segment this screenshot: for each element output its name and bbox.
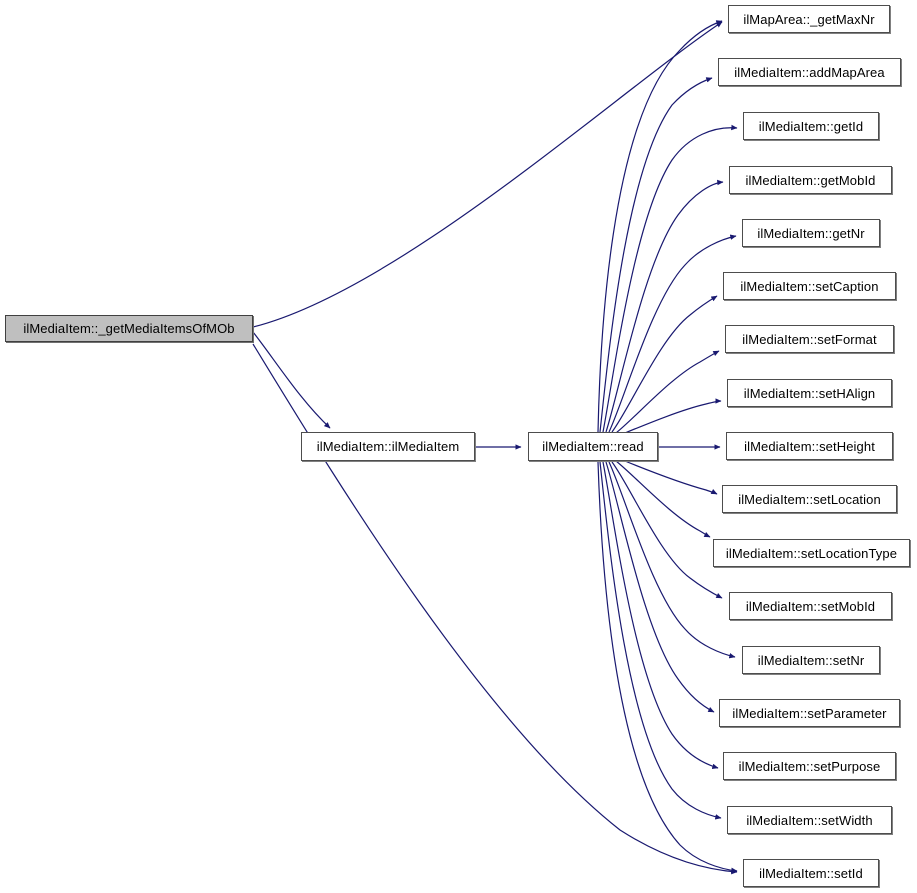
graph-node-getId[interactable]: ilMediaItem::getId xyxy=(743,112,879,140)
call-edge xyxy=(252,331,331,429)
call-edge xyxy=(602,461,719,769)
graph-node-label: ilMediaItem::_getMediaItemsOfMOb xyxy=(23,321,235,336)
graph-node-label: ilMediaItem::getMobId xyxy=(745,172,876,188)
graph-node-label: ilMediaItem::setParameter xyxy=(732,705,887,721)
call-edge xyxy=(605,461,715,713)
graph-node-setMobId[interactable]: ilMediaItem::setMobId xyxy=(729,592,892,620)
call-edge xyxy=(597,20,723,433)
graph-node-getMaxNr[interactable]: ilMapArea::_getMaxNr xyxy=(728,5,890,33)
call-edge xyxy=(619,398,722,436)
call-edge xyxy=(619,458,718,495)
graph-node-setHAlign[interactable]: ilMediaItem::setHAlign xyxy=(727,379,892,407)
graph-node-root[interactable]: ilMediaItem::_getMediaItemsOfMOb xyxy=(5,315,253,342)
graph-node-label: ilMediaItem::getId xyxy=(758,118,864,134)
graph-node-label: ilMediaItem::getNr xyxy=(757,225,865,241)
graph-node-setWidth[interactable]: ilMediaItem::setWidth xyxy=(727,806,892,834)
graph-node-label: ilMediaItem::setLocationType xyxy=(725,545,898,561)
graph-node-setId[interactable]: ilMediaItem::setId xyxy=(743,859,879,887)
graph-node-setParameter[interactable]: ilMediaItem::setParameter xyxy=(719,699,900,727)
call-edge xyxy=(252,343,738,875)
graph-node-addMapArea[interactable]: ilMediaItem::addMapArea xyxy=(718,58,901,86)
call-edge xyxy=(599,77,713,433)
graph-node-label: ilMediaItem::read xyxy=(542,439,644,454)
call-edge xyxy=(611,295,718,433)
graph-node-read[interactable]: ilMediaItem::read xyxy=(528,432,658,461)
graph-node-label: ilMapArea::_getMaxNr xyxy=(743,11,875,27)
graph-node-label: ilMediaItem::setId xyxy=(759,865,863,881)
graph-node-setCaption[interactable]: ilMediaItem::setCaption xyxy=(723,272,896,300)
graph-node-label: ilMediaItem::setFormat xyxy=(742,331,877,347)
graph-node-label: ilMediaItem::setHeight xyxy=(744,438,875,454)
call-edge xyxy=(602,124,738,433)
graph-node-setLocationType[interactable]: ilMediaItem::setLocationType xyxy=(713,539,910,567)
graph-node-label: ilMediaItem::setLocation xyxy=(738,491,881,507)
graph-node-label: ilMediaItem::setCaption xyxy=(740,278,879,294)
graph-node-ctor[interactable]: ilMediaItem::ilMediaItem xyxy=(301,432,475,461)
call-edge xyxy=(611,461,723,599)
graph-node-label: ilMediaItem::setNr xyxy=(757,652,865,668)
graph-node-getNr[interactable]: ilMediaItem::getNr xyxy=(742,219,880,247)
call-edge xyxy=(615,460,711,538)
graph-node-setLocation[interactable]: ilMediaItem::setLocation xyxy=(722,485,897,513)
graph-node-label: ilMediaItem::setHAlign xyxy=(743,385,876,401)
call-edge xyxy=(608,234,737,433)
call-edge xyxy=(252,21,723,328)
graph-node-label: ilMediaItem::setPurpose xyxy=(738,758,881,774)
call-edge xyxy=(605,179,724,433)
graph-node-label: ilMediaItem::ilMediaItem xyxy=(316,439,460,454)
graph-node-label: ilMediaItem::setMobId xyxy=(745,598,876,614)
call-edge xyxy=(615,350,720,434)
graph-node-label: ilMediaItem::setWidth xyxy=(746,812,873,828)
graph-node-setPurpose[interactable]: ilMediaItem::setPurpose xyxy=(723,752,896,780)
graph-node-label: ilMediaItem::addMapArea xyxy=(734,64,885,80)
call-edge xyxy=(599,461,722,820)
graph-node-setNr[interactable]: ilMediaItem::setNr xyxy=(742,646,880,674)
graph-node-setHeight[interactable]: ilMediaItem::setHeight xyxy=(726,432,893,460)
graph-node-getMobId[interactable]: ilMediaItem::getMobId xyxy=(729,166,892,194)
call-edge xyxy=(597,461,738,874)
graph-node-setFormat[interactable]: ilMediaItem::setFormat xyxy=(725,325,894,353)
